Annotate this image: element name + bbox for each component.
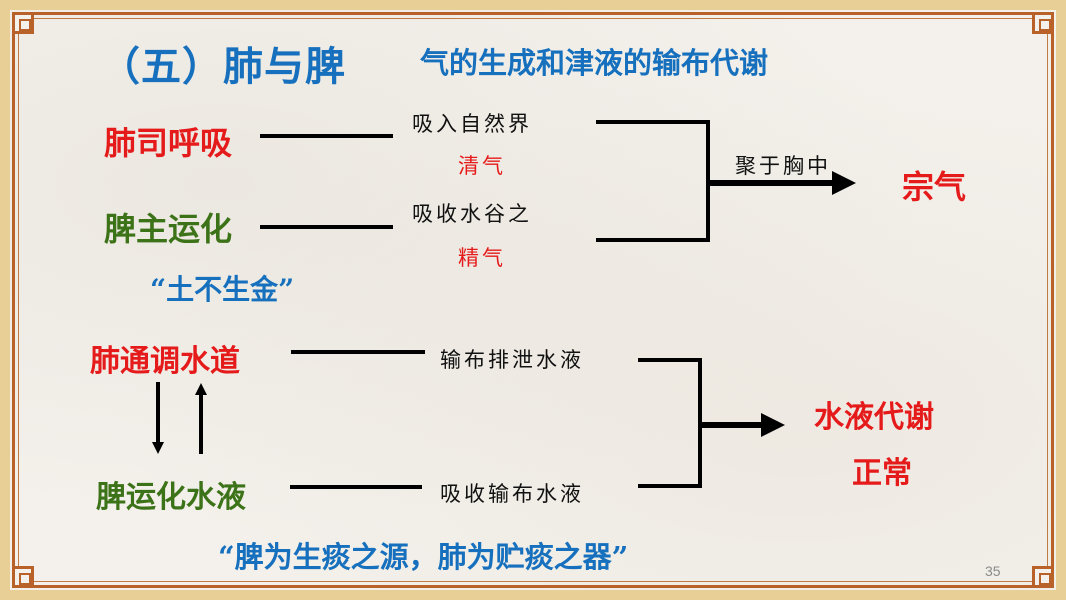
connector-line (260, 225, 393, 229)
spleen-desc-line2: 精气 (458, 246, 506, 270)
frame-border-inner (18, 18, 1048, 582)
bracket-top-line (596, 120, 710, 124)
arrow-down-shaft (156, 382, 160, 444)
lung-fluid-desc: 输布排泄水液 (440, 348, 584, 372)
result-fluid-line2: 正常 (852, 456, 912, 491)
corner-knot-icon (1032, 566, 1054, 588)
quote-earth-metal: “土不生金” (150, 273, 295, 306)
lung-desc-line1: 吸入自然界 (412, 112, 532, 136)
lung-waterway-label: 肺通调水道 (90, 344, 240, 379)
corner-knot-icon (12, 12, 34, 34)
arrow-label: 聚于胸中 (735, 154, 831, 178)
spleen-fluid-label: 脾运化水液 (96, 480, 246, 515)
page-title: （五）肺与脾 (100, 44, 346, 90)
spleen-fluid-desc: 吸收输布水液 (440, 482, 584, 506)
lung-desc-line2: 清气 (458, 154, 506, 178)
arrow-right-icon (832, 171, 856, 195)
frame-border-outer (12, 12, 1054, 588)
corner-knot-icon (1032, 12, 1054, 34)
corner-knot-icon (12, 566, 34, 588)
result-fluid-line1: 水液代谢 (814, 400, 934, 435)
result-zong-qi: 宗气 (902, 168, 967, 206)
spleen-desc-line1: 吸收水谷之 (412, 202, 532, 226)
arrow-down-icon (152, 442, 164, 454)
arrow-up-shaft (199, 394, 203, 454)
arrow-up-icon (195, 383, 207, 395)
bracket-bottom-line (638, 484, 702, 488)
page-number: 35 (985, 563, 1001, 579)
spleen-transport-label: 脾主运化 (104, 210, 233, 248)
arrow-shaft (708, 180, 833, 186)
bracket-top-line (638, 358, 702, 362)
paper-background (10, 10, 1056, 590)
quote-phlegm: “脾为生痰之源，肺为贮痰之器” (218, 540, 629, 574)
connector-line (260, 134, 393, 138)
arrow-shaft (700, 422, 762, 428)
bracket-bottom-line (596, 238, 710, 242)
page-subtitle: 气的生成和津液的输布代谢 (420, 46, 769, 80)
lung-respiration-label: 肺司呼吸 (104, 124, 233, 162)
connector-line (291, 350, 425, 354)
connector-line (290, 485, 422, 489)
arrow-right-icon (761, 413, 785, 437)
